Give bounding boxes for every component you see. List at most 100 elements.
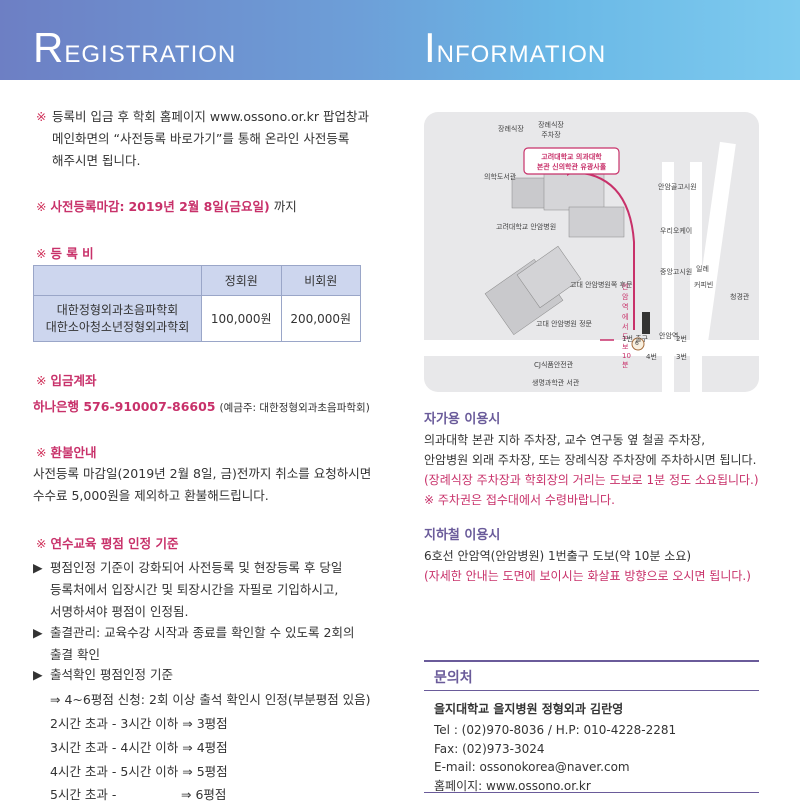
cme-item-3: 출석확인 평점인정 기준 [50, 667, 173, 682]
fee-category: 대한정형외과초음파학회 대한소아청소년정형외과학회 [33, 295, 202, 342]
account-title-text: 입금계좌 [50, 373, 97, 388]
refund-line: 수수료 5,000원을 제외하고 환불해드립니다. [33, 488, 269, 503]
cme-title-text: 연수교육 평점 인정 기준 [50, 536, 179, 551]
contact-fax: Fax: (02)973-3024 [434, 742, 545, 756]
intro-line: 메인화면의 “사전등록 바로가기”를 통해 온라인 사전등록 [52, 131, 350, 146]
contact-email[interactable]: E-mail: ossonokorea@naver.com [434, 760, 630, 774]
fee-title-text: 등 록 비 [50, 246, 94, 261]
fee-value-member: 100,000원 [201, 295, 282, 342]
building [511, 177, 549, 209]
intro-mark: ※ [36, 109, 47, 124]
map-label-ca-center: CJ식품안전관 [534, 361, 574, 369]
cme-item-line: 서명하셔야 평점이 인정됨. [50, 604, 189, 619]
cme-rule: 4시간 초과 - 5시간 이하 ⇒ 5평점 [50, 764, 228, 779]
building [516, 245, 582, 309]
cme-title: ※ 연수교육 평점 인정 기준 [36, 536, 179, 551]
cme-item-line: 평점인정 기준이 강화되어 사전등록 및 현장등록 후 당일 [50, 560, 343, 575]
registration-heading: REGISTRATION [33, 24, 236, 72]
contact-bottom-rule [424, 792, 759, 793]
map-label-main-gate: 고대 안암병원 정문 [536, 320, 592, 328]
main-road [424, 340, 759, 356]
car-paragraph: 의과대학 본관 지하 주차장, 교수 연구동 옆 철골 주차장, 안암병원 외래… [424, 430, 764, 470]
subway-line: 6호선 안암역(안암병원) 1번출구 도보(약 10분 소요) [424, 549, 692, 563]
map-label-hospital: 고려대학교 안암병원 [496, 223, 557, 231]
map-label-jangrye: 장례식장 [498, 125, 524, 133]
map-callout-line1: 고려대학교 의과대학 [541, 153, 602, 161]
map-label-jangrye-parking: 장례식장 주차장 [538, 121, 564, 139]
fee-table-header-row: 정회원 비회원 [33, 265, 361, 296]
cme-rule: ⇒ 4~6평점 신청: 2회 이상 출석 확인시 인정(부분평점 있음) [50, 692, 371, 707]
line6-marker [631, 337, 645, 351]
header-banner: REGISTRATION INFORMATION [0, 0, 800, 80]
map-label-exit4: 4번 [646, 353, 657, 361]
registration-heading-rest: EGISTRATION [64, 41, 237, 68]
deadline-suffix: 까지 [273, 199, 297, 214]
fee-title: ※ 등 록 비 [36, 246, 94, 261]
fee-value-nonmember: 200,000원 [280, 295, 361, 342]
map-walk-badge: 안암역에서 도보 10분 [622, 283, 631, 369]
cme-rule: 3시간 초과 - 4시간 이하 ⇒ 4평점 [50, 740, 228, 755]
cme-rule: 2시간 초과 - 3시간 이하 ⇒ 3평점 [50, 716, 228, 731]
map-label-science: 생명과학관 서관 [532, 379, 580, 387]
fee-table: 정회원 비회원 대한정형외과초음파학회 대한소아청소년정형외과학회 100,00… [33, 265, 361, 342]
map-drawing [424, 141, 759, 392]
cme-bullet: ▶ [33, 667, 43, 682]
intro-line: 해주시면 됩니다. [52, 153, 141, 168]
map-label-exit2: 2번 [676, 335, 687, 343]
fee-header-nonmember: 비회원 [280, 265, 361, 296]
contact-homepage[interactable]: 홈페이지: www.ossono.or.kr [434, 779, 591, 793]
fee-header-member: 정회원 [201, 265, 282, 296]
map-label-back-gate: 고대 안암병원쪽 후문 [570, 281, 633, 289]
map-label-station: 안암역 [659, 332, 679, 340]
account-title: ※ 입금계좌 [36, 373, 97, 388]
deadline-label: 사전등록마감: [50, 199, 125, 214]
map-label-junang: 중앙고시원 [660, 268, 693, 276]
car-note-line: (장례식장 주차장과 학회장의 거리는 도보로 1분 정도 소요됩니다.) [424, 473, 759, 487]
map-label-exit3: 3번 [676, 353, 687, 361]
account-number: 하나은행 576-910007-86605 [33, 399, 216, 414]
contact-title: 문의처 [434, 670, 473, 686]
fee-category-line: 대한정형외과초음파학회 [56, 302, 179, 317]
car-note: (장례식장 주차장과 학회장의 거리는 도보로 1분 정도 소요됩니다.) ※ … [424, 470, 774, 510]
fee-table-row: 대한정형외과초음파학회 대한소아청소년정형외과학회 100,000원 200,0… [33, 295, 361, 342]
refund-line: 사전등록 마감일(2019년 2월 8일, 금)전까지 취소를 요청하시면 [33, 466, 372, 481]
refund-title-text: 환불안내 [50, 445, 97, 460]
cme-rule-result: ⇒ 6평점 [181, 787, 227, 802]
subway-title: 지하철 이용시 [424, 528, 501, 543]
callout-box [523, 147, 620, 175]
car-line: 안암병원 외래 주차장, 또는 장례식장 주차장에 주차하시면 됩니다. [424, 453, 757, 467]
information-heading: INFORMATION [424, 24, 606, 72]
side-road-2 [690, 162, 702, 392]
subway-note: (자세한 안내는 도면에 보이시는 화살표 방향으로 오시면 됩니다.) [424, 569, 751, 583]
intro-line: 등록비 입금 후 학회 홈페이지 www.ossono.or.kr 팝업창과 [52, 109, 369, 124]
deadline-date: 2019년 2월 8일(금요일) [128, 199, 270, 214]
contact-tel: Tel : (02)970-8036 / H.P: 010-4228-2281 [434, 723, 677, 737]
registration-heading-initial: R [33, 24, 65, 71]
account-holder: (예금주: 대한정형외과초음파학회) [219, 402, 370, 414]
cme-item-2: 출결관리: 교육수강 시작과 종료를 확인할 수 있도록 2회의 출결 확인 [50, 622, 380, 666]
car-title: 자가용 이용시 [424, 412, 501, 427]
deadline-row: ※ 사전등록마감: 2019년 2월 8일(금요일) 까지 [36, 196, 297, 218]
side-road-3 [692, 141, 736, 343]
building [568, 206, 625, 238]
side-road [662, 162, 674, 392]
map-label-ilrye: 일례 [696, 265, 709, 273]
map-label-library: 의학도서관 [484, 173, 517, 181]
contact-top-rule [424, 660, 759, 662]
map-label-anam-market: 안암골고시원 [658, 183, 697, 191]
map-label-gdbank: 청경관 [730, 293, 750, 301]
cme-rule: 5시간 초과 - [50, 787, 117, 802]
information-heading-initial: I [424, 24, 437, 71]
map-callout-line2: 본관 신의학관 유광사홀 [536, 163, 607, 171]
campus-map: 장례식장 장례식장 주차장 고려대학교 의과대학 본관 신의학관 유광사홀 의학… [424, 112, 759, 392]
account-row: 하나은행 576-910007-86605 (예금주: 대한정형외과초음파학회) [33, 396, 370, 419]
map-label-coffee: 커피빈 [694, 281, 714, 289]
contact-name: 을지대학교 을지병원 정형외과 김란영 [434, 702, 624, 716]
car-note-line: ※ 주차권은 접수대에서 수령바랍니다. [424, 493, 615, 507]
cme-item-line: 출결 확인 [50, 647, 100, 662]
map-label-woori: 우리오케이 [660, 227, 693, 235]
cme-bullet: ▶ [33, 560, 43, 575]
cme-bullet: ▶ [33, 625, 43, 640]
map-label-exit1: 1번 출구 [622, 335, 648, 343]
cme-item-1: 평점인정 기준이 강화되어 사전등록 및 현장등록 후 당일 등록처에서 입장시… [50, 557, 380, 623]
